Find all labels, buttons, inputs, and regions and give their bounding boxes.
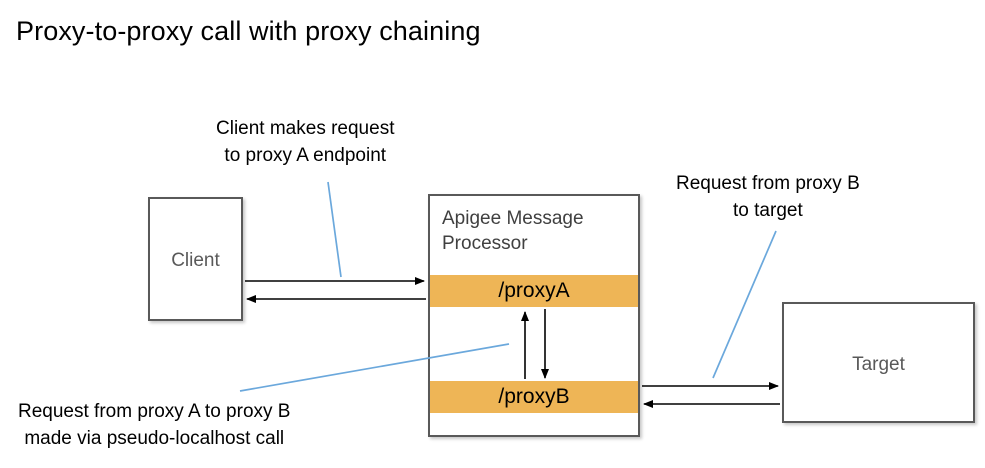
leader-line-proxyb-target: [712, 230, 777, 379]
annotation-proxyb-to-target-line-2: to target: [733, 200, 803, 221]
proxy-b-band: /proxyB: [430, 381, 638, 413]
annotation-proxya-to-proxyb-line-1: Request from proxy A to proxy B: [18, 401, 291, 422]
page-title: Proxy-to-proxy call with proxy chaining: [16, 16, 481, 46]
proxy-a-band: /proxyA: [430, 275, 638, 307]
annotation-client-request-line-2: to proxy A endpoint: [224, 145, 387, 166]
mp-title-line-2: Processor: [442, 233, 528, 254]
leader-line-client-request: [327, 181, 342, 278]
node-target: Target: [782, 302, 975, 423]
annotation-proxya-to-proxyb-line-2: made via pseudo-localhost call: [24, 428, 285, 449]
mp-title-line-1: Apigee Message: [442, 208, 584, 229]
annotation-proxya-to-proxyb: Request from proxy A to proxy B made via…: [18, 398, 290, 452]
annotation-client-request: Client makes request to proxy A endpoint: [216, 115, 394, 169]
node-message-processor-title: Apigee Message Processor: [442, 206, 632, 256]
node-client: Client: [148, 197, 243, 321]
annotation-proxyb-to-target-line-1: Request from proxy B: [676, 173, 860, 194]
node-message-processor: Apigee Message Processor /proxyA /proxyB: [428, 194, 640, 437]
node-target-label: Target: [852, 354, 905, 375]
annotation-proxyb-to-target: Request from proxy B to target: [676, 170, 860, 224]
node-client-label: Client: [171, 250, 220, 271]
annotation-client-request-line-1: Client makes request: [216, 118, 395, 139]
